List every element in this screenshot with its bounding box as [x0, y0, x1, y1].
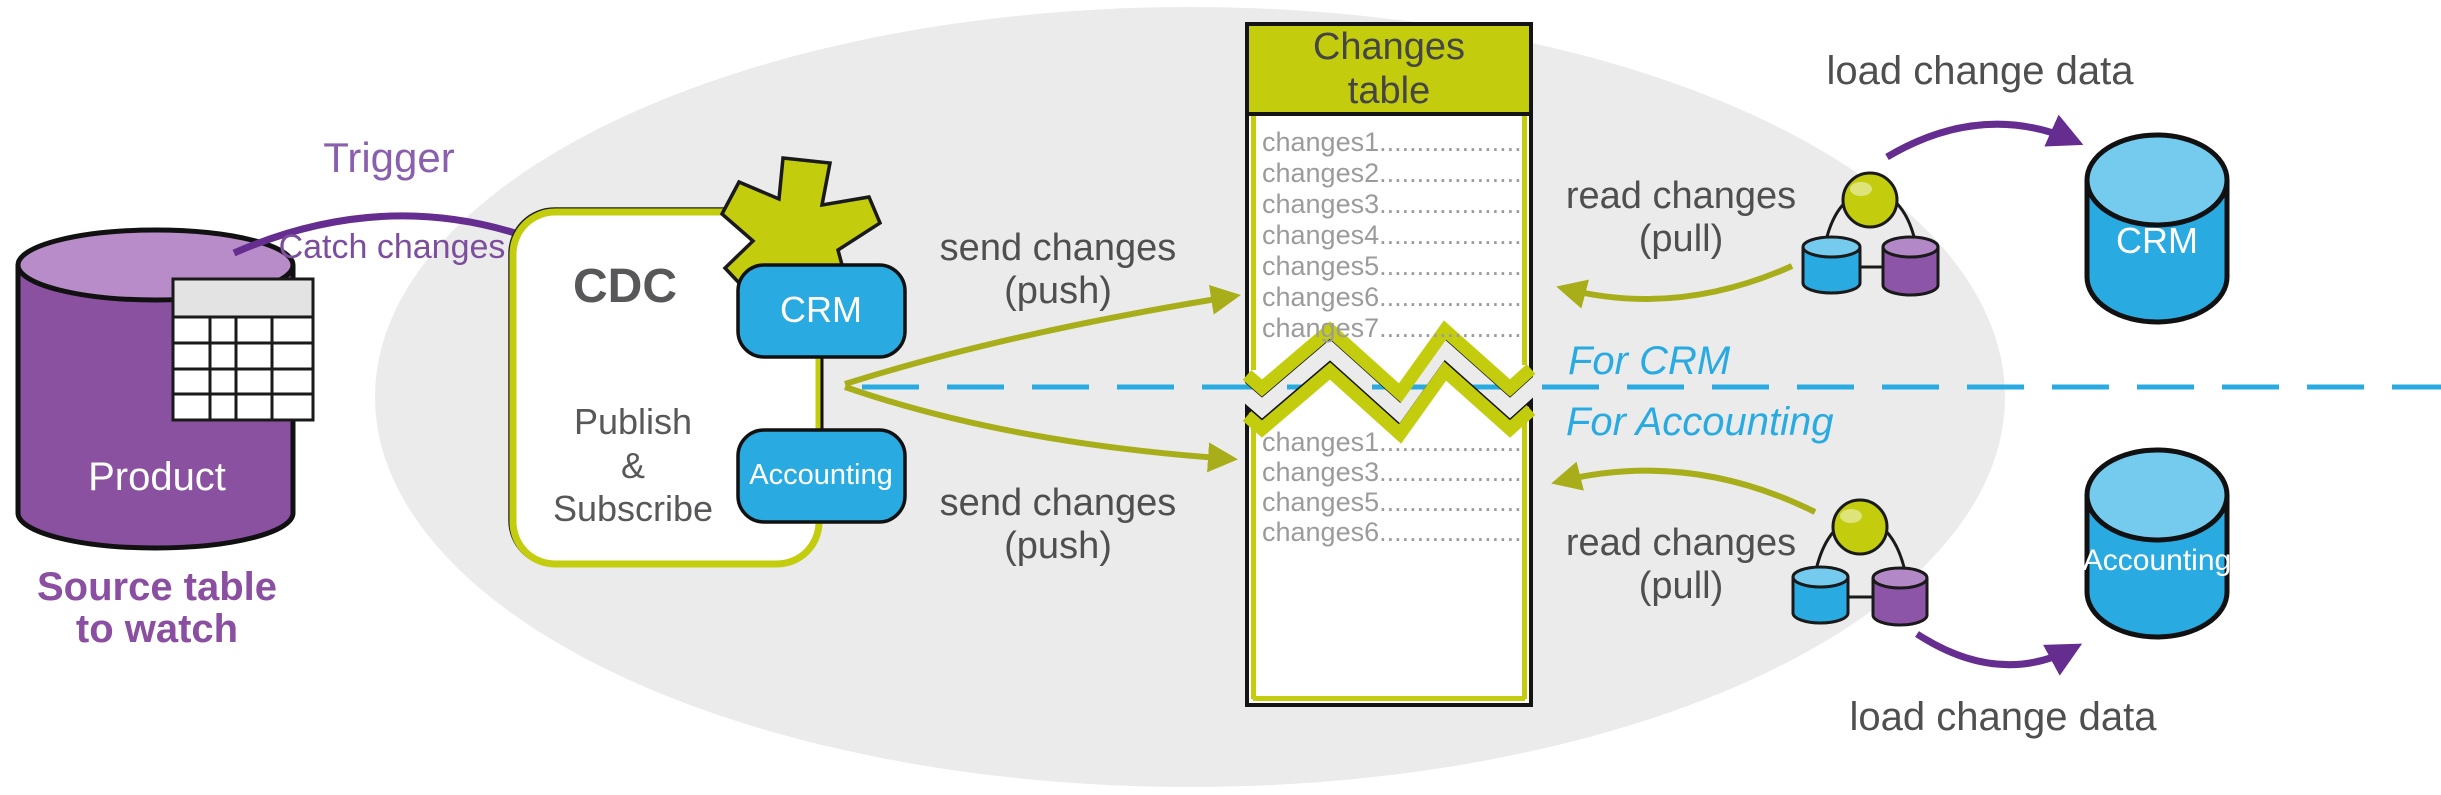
pubsub-line3: Subscribe: [552, 488, 714, 529]
changes-table-lower-section: [1242, 360, 1536, 707]
accounting-db-label: Accounting: [2082, 544, 2232, 577]
changes-table-upper-section: [1242, 22, 1536, 403]
zigzag-tear-top: [1242, 320, 1536, 403]
changes-row: changes3......................: [1262, 457, 1524, 487]
changes-row: changes2......................: [1262, 158, 1524, 188]
db-cylinder-blue-icon: [1801, 235, 1862, 295]
accounting-database-cylinder: [2084, 447, 2230, 640]
accounting-badge-label: Accounting: [749, 459, 893, 491]
send-changes-bottom-line2: (push): [1004, 525, 1112, 567]
table-grid-icon: [171, 277, 315, 422]
db-cylinder-purple-icon: [1871, 566, 1929, 627]
send-changes-top-line2: (push): [1004, 270, 1112, 312]
pubsub-line1: Publish: [573, 401, 693, 442]
crm-database-cylinder: [2084, 132, 2230, 325]
changes-table-header: [1245, 22, 1533, 116]
db-cylinder-blue-icon: [1791, 565, 1850, 625]
crm-db-label: CRM: [2116, 220, 2198, 261]
changes-table-title-line2: table: [1347, 70, 1431, 112]
process-sphere-icon: [1841, 171, 1899, 229]
trigger-label: Trigger: [323, 134, 455, 181]
changes-row: changes4......................: [1262, 220, 1524, 250]
lane-label-crm: For CRM: [1568, 339, 1731, 383]
changes-row: changes1......................: [1262, 127, 1524, 157]
zigzag-tear-bottom: [1242, 361, 1536, 444]
pubsub-line2: &: [620, 445, 646, 486]
changes-row: changes3......................: [1262, 189, 1524, 219]
process-sphere-icon: [1831, 498, 1889, 556]
changes-table-title-line1: Changes: [1312, 26, 1466, 68]
changes-row: changes5......................: [1262, 487, 1524, 517]
cdc-title: CDC: [573, 260, 677, 313]
catch-changes-label: Catch changes: [278, 228, 506, 266]
read-changes-arrow-top: [1556, 263, 1794, 309]
changes-row: changes1......................: [1262, 427, 1524, 457]
changes-row: changes7......................: [1262, 313, 1524, 343]
send-changes-top-line1: send changes: [939, 227, 1177, 269]
read-changes-bottom-line1: read changes: [1565, 522, 1797, 564]
etl-agent-icon-accounting: [1791, 498, 1929, 627]
read-changes-top-line1: read changes: [1565, 175, 1797, 217]
trigger-arrow: [232, 212, 556, 257]
read-changes-top-line2: (pull): [1638, 218, 1724, 260]
load-change-data-arrow-top: [1885, 114, 2084, 161]
changes-row: changes6......................: [1262, 282, 1524, 312]
etl-agent-icon-crm: [1801, 171, 1940, 297]
send-changes-bottom-line1: send changes: [939, 482, 1177, 524]
send-changes-arrow-bottom: [844, 384, 1238, 473]
source-caption-line2: to watch: [75, 607, 239, 651]
db-cylinder-purple-icon: [1881, 235, 1940, 297]
crm-badge: [736, 263, 907, 359]
read-changes-bottom-line2: (pull): [1638, 565, 1724, 607]
crm-badge-label: CRM: [780, 289, 862, 330]
read-changes-arrow-bottom: [1551, 461, 1817, 515]
accounting-badge: [736, 428, 907, 524]
source-caption-line1: Source table: [36, 565, 278, 609]
lane-label-accounting: For Accounting: [1566, 400, 1834, 444]
changes-row: changes5......................: [1262, 251, 1524, 281]
product-db-label: Product: [88, 455, 226, 499]
send-changes-arrow-top: [844, 284, 1241, 387]
load-change-data-arrow-bottom: [1915, 631, 2083, 676]
load-change-data-bottom-label: load change data: [1849, 695, 2157, 739]
changes-row: changes6......................: [1262, 517, 1524, 547]
load-change-data-top-label: load change data: [1826, 49, 2134, 93]
